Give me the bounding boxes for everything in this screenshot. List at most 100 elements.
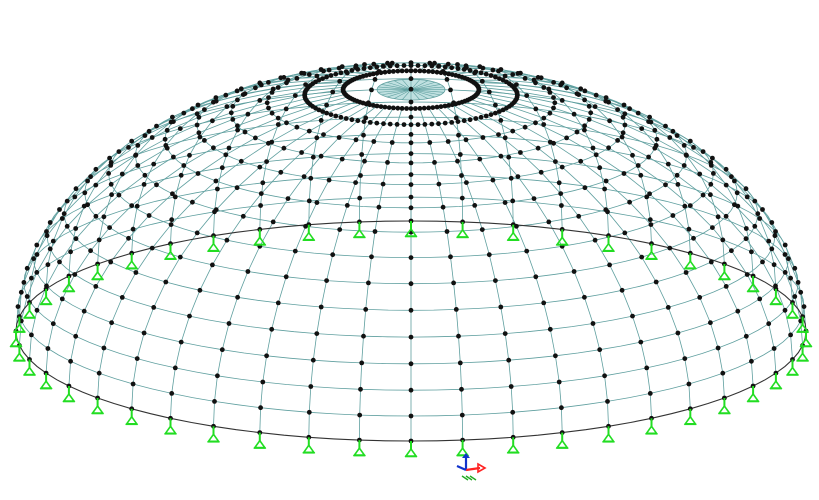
mesh-node (401, 122, 407, 127)
mesh-node (564, 85, 569, 91)
mesh-node (582, 127, 587, 133)
mesh-node (240, 92, 246, 97)
mesh-node (766, 238, 772, 244)
mesh-node (44, 229, 49, 234)
crown-spoke (393, 80, 412, 90)
mesh-node (436, 63, 442, 69)
mesh-node (178, 339, 184, 345)
mesh-node (644, 365, 650, 371)
mesh-node (801, 304, 807, 309)
mesh-node (29, 332, 34, 338)
mesh-node (163, 143, 169, 148)
axes-triad-icon (456, 453, 487, 481)
mesh-node (306, 72, 312, 77)
mesh-node (729, 248, 734, 254)
mesh-node (197, 134, 203, 140)
mesh-node (408, 106, 414, 111)
mesh-node (518, 150, 523, 155)
mesh-node (213, 98, 219, 104)
mesh-node (483, 113, 489, 119)
mesh-node (330, 89, 336, 95)
mesh-node (81, 308, 87, 314)
mesh-node (269, 139, 275, 145)
mesh-node (553, 353, 558, 359)
mesh-node (264, 100, 270, 106)
mesh-node (615, 138, 620, 143)
support-pin-icon (769, 373, 783, 390)
mesh-node (408, 307, 414, 313)
mesh-node (472, 203, 478, 208)
mesh-node (275, 115, 281, 121)
mesh-node (654, 136, 660, 142)
mesh-node (559, 203, 564, 208)
crown-spoke (381, 84, 412, 90)
mesh-node (723, 166, 729, 172)
mesh-node (408, 86, 414, 92)
mesh-node (446, 103, 452, 108)
mesh-node (394, 122, 400, 127)
mesh-node (257, 164, 263, 170)
mesh-node (486, 89, 492, 95)
mesh-node (73, 333, 79, 339)
mesh-node (744, 272, 750, 277)
mesh-node (343, 116, 349, 121)
mesh-node (422, 122, 428, 127)
mesh-node (493, 110, 498, 116)
mesh-node (34, 252, 40, 257)
mesh-node (318, 153, 324, 159)
mesh-node (238, 86, 244, 92)
support-pin-icon (506, 224, 520, 241)
mesh-node (141, 182, 147, 187)
mesh-node (275, 122, 281, 127)
mesh-node (61, 211, 67, 217)
mesh-node (477, 156, 483, 162)
mesh-node (371, 139, 377, 144)
mesh-node (638, 339, 644, 345)
support-pin-icon (746, 386, 760, 403)
mesh-node (597, 347, 603, 353)
mesh-node (710, 225, 715, 231)
mesh-node (275, 300, 281, 306)
mesh-node (93, 182, 99, 188)
mesh-node (533, 274, 539, 280)
mesh-node (213, 178, 219, 184)
mesh-node (408, 68, 414, 74)
mesh-node (430, 105, 436, 110)
mesh-node (370, 103, 376, 108)
mesh-node (197, 287, 203, 293)
mesh-node (385, 160, 390, 165)
support-pin-icon (601, 426, 616, 443)
mesh-node (269, 326, 275, 332)
mesh-node (44, 233, 50, 239)
mesh-node (382, 69, 388, 75)
mesh-node (361, 333, 366, 339)
mesh-node (508, 384, 514, 389)
mesh-node (708, 192, 713, 198)
meridian-line (213, 105, 378, 427)
mesh-node (670, 213, 676, 218)
mesh-node (455, 66, 461, 71)
mesh-node (461, 118, 467, 124)
mesh-node (324, 74, 329, 80)
mesh-node (619, 134, 625, 140)
meridian-line (68, 98, 353, 387)
mesh-node (533, 106, 539, 112)
mesh-node (353, 65, 358, 70)
mesh-node (126, 145, 131, 150)
mesh-node (621, 102, 627, 108)
mesh-node (163, 279, 169, 285)
mesh-node (320, 76, 325, 81)
mesh-node (593, 92, 599, 98)
mesh-node (735, 203, 741, 209)
mesh-node (242, 129, 248, 135)
mesh-node (483, 71, 489, 77)
mesh-node (108, 163, 114, 168)
mesh-node (546, 219, 552, 225)
mesh-node (408, 194, 414, 200)
mesh-node (349, 117, 355, 123)
mesh-node (385, 60, 390, 66)
mesh-node (502, 200, 508, 206)
mesh-node (24, 294, 30, 299)
